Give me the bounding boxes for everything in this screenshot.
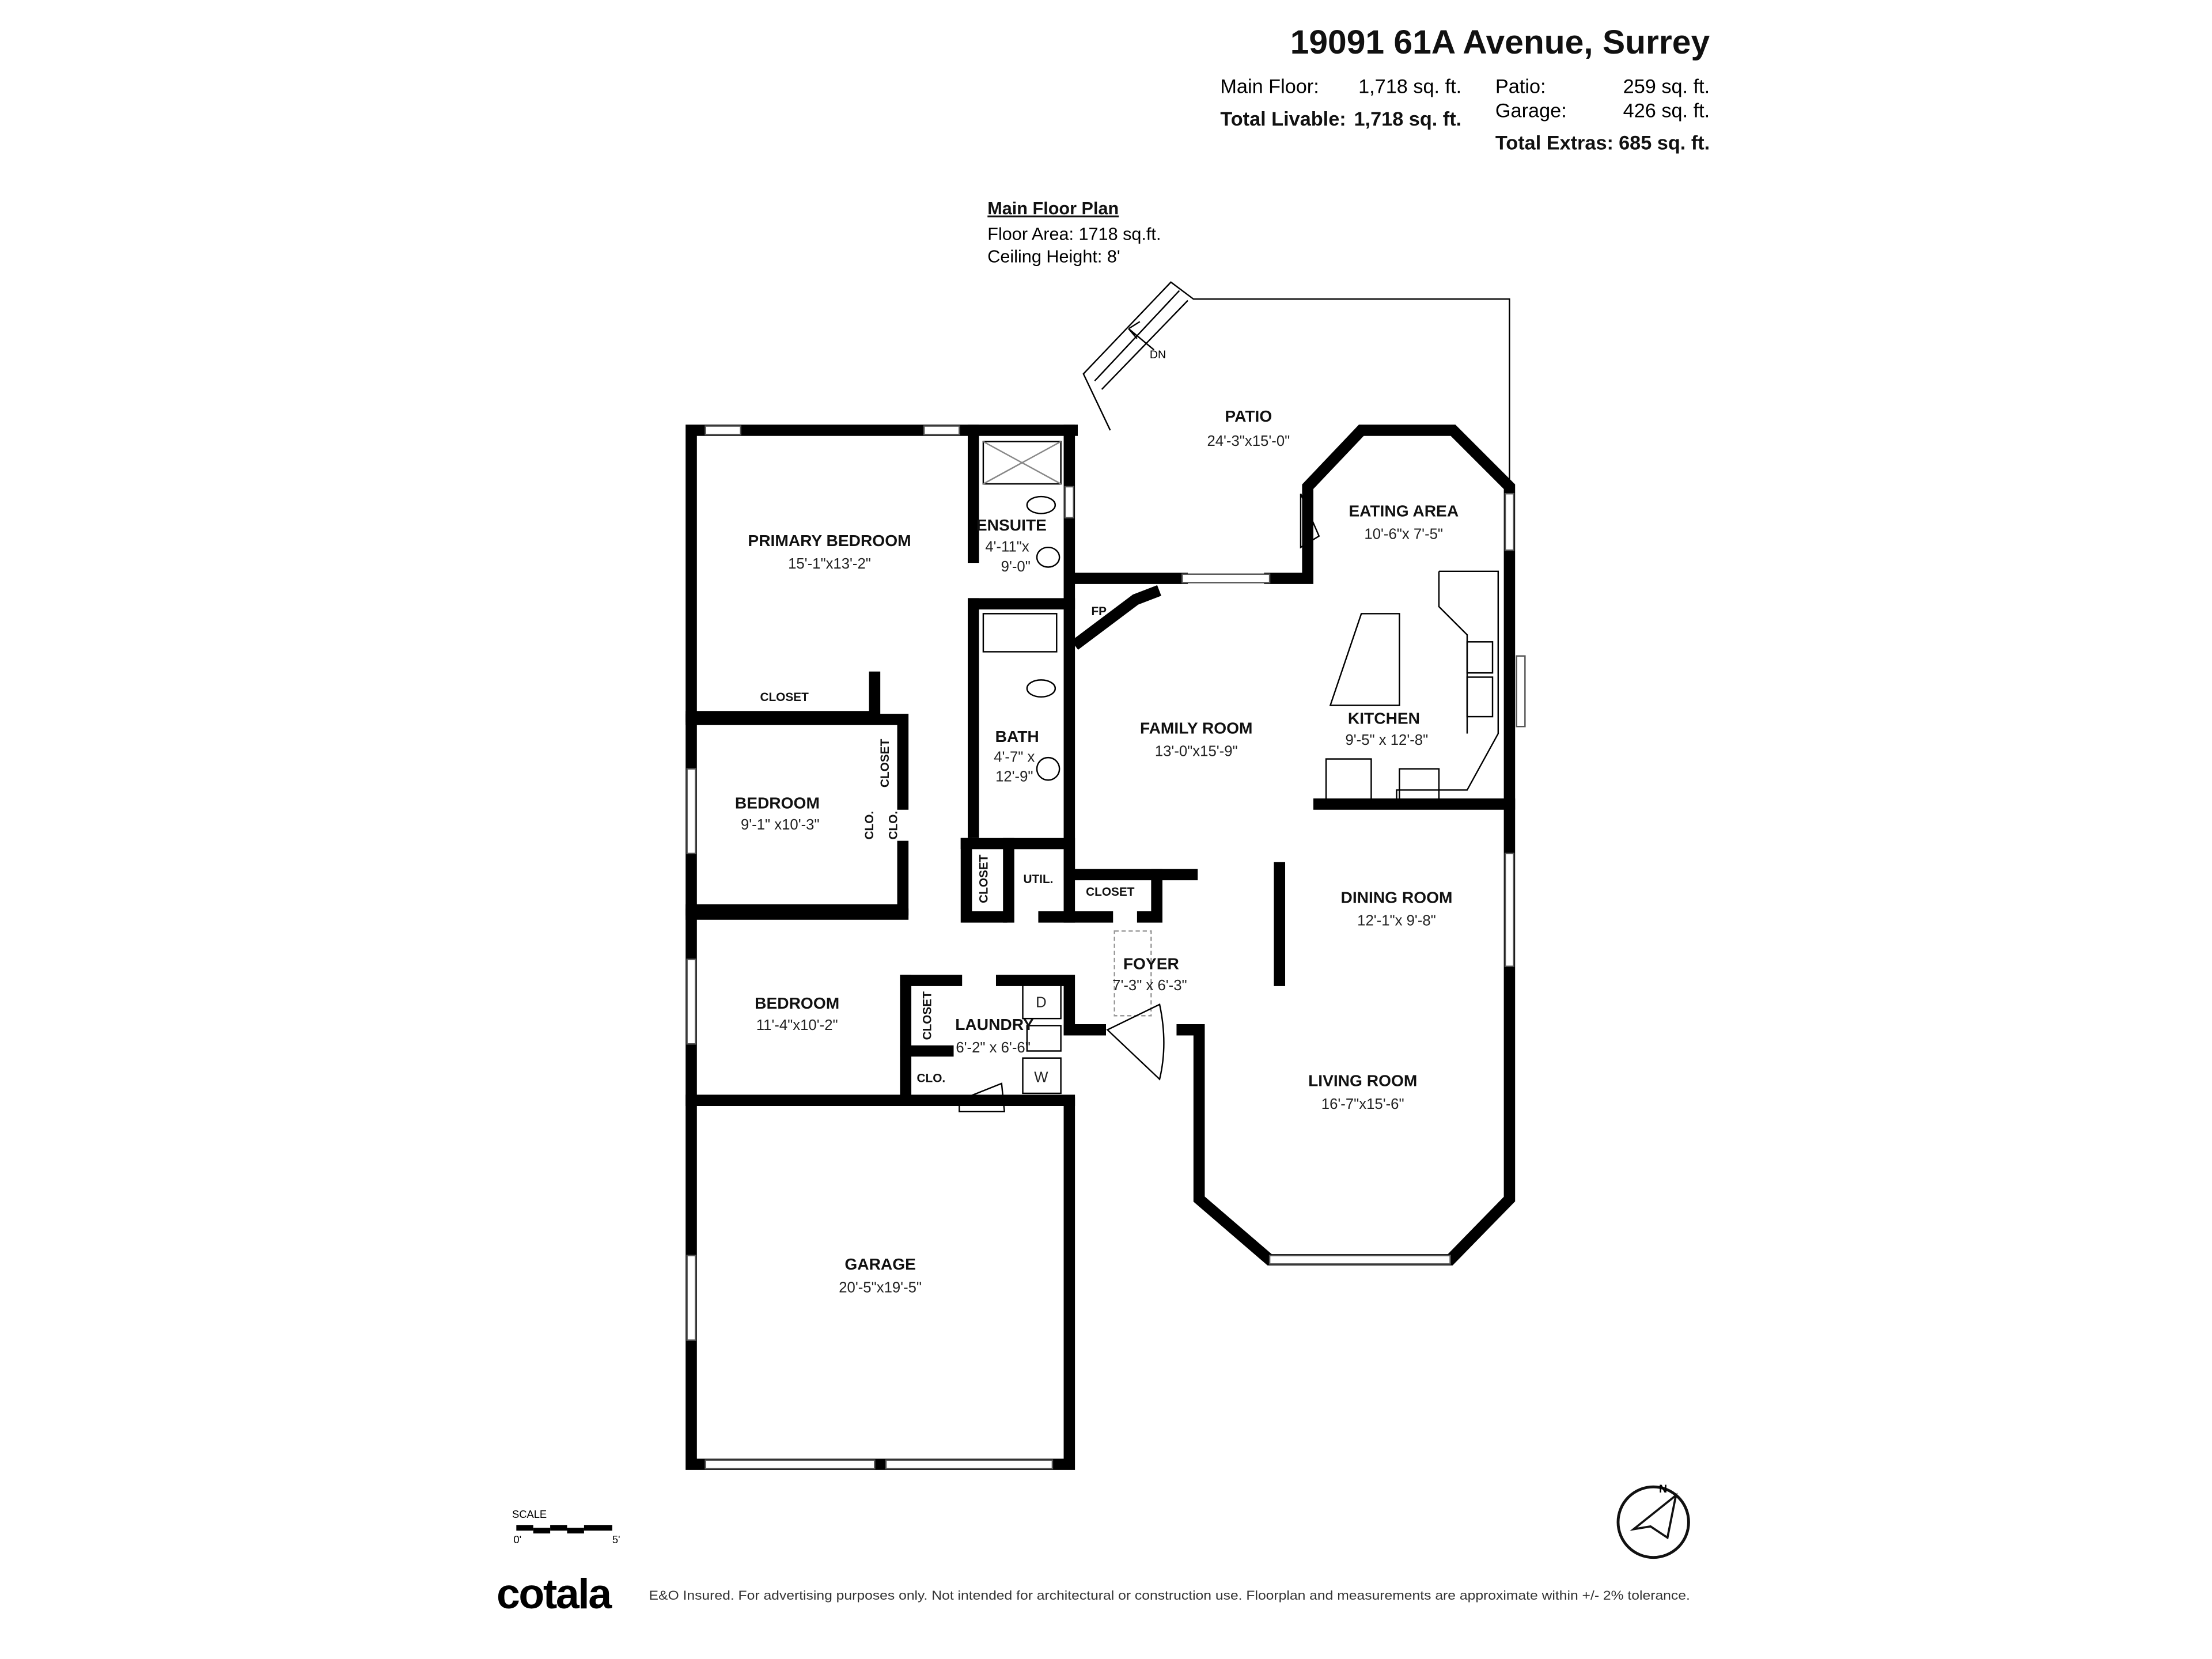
room-name-laundry: LAUNDRY [955, 1016, 1034, 1033]
dryer-label: D [1036, 995, 1047, 1011]
main-floor-label: Main Floor: [1220, 76, 1319, 98]
total-livable-label: Total Livable: [1220, 108, 1346, 130]
room-dims-living-room: 16'-7"x15'-6" [1321, 1096, 1404, 1112]
room-dims-bath-2: 12'-9" [995, 769, 1033, 785]
room-name-foyer: FOYER [1123, 955, 1179, 972]
room-dims-bedroom-3: 11'-4"x10'-2" [756, 1017, 838, 1033]
room-name-bedroom-2: BEDROOM [735, 794, 820, 812]
total-extras-label: Total Extras: [1495, 132, 1613, 154]
scale-label: SCALE [512, 1508, 547, 1520]
patio-label: Patio: [1495, 76, 1546, 98]
closet-label-hall: CLOSET [977, 854, 990, 903]
fireplace-label: FP [1091, 605, 1107, 618]
room-name-dining-room: DINING ROOM [1341, 888, 1453, 906]
floor-area: Floor Area: 1718 sq.ft. [987, 224, 1161, 244]
room-name-kitchen: KITCHEN [1348, 709, 1420, 727]
walls [685, 425, 1516, 1470]
plan-info: Main Floor Plan Floor Area: 1718 sq.ft. … [987, 199, 1161, 266]
scale-bar: SCALE 0' 5' [512, 1508, 620, 1546]
room-name-family-room: FAMILY ROOM [1140, 719, 1253, 737]
room-dims-ensuite-2: 9'-0" [1001, 559, 1031, 575]
closet-label-bedroom-3: CLOSET [921, 991, 934, 1040]
room-name-living-room: LIVING ROOM [1308, 1072, 1417, 1090]
room-dims-kitchen: 9'-5" x 12'-8" [1345, 732, 1428, 748]
garage-value: 426 sq. ft. [1623, 100, 1710, 122]
room-labels: PATIO 24'-3"x15'-0" EATING AREA 10'-6"x … [735, 407, 1459, 1296]
closet-label-bedroom-2: CLOSET [878, 738, 892, 787]
room-name-primary-bedroom: PRIMARY BEDROOM [748, 532, 911, 550]
stair-label: DN [1150, 349, 1166, 361]
room-name-garage: GARAGE [844, 1255, 916, 1273]
north-arrow-icon: N [1616, 1483, 1690, 1559]
patio-outline: DN [1082, 281, 1510, 487]
room-name-eating-area: EATING AREA [1349, 502, 1459, 520]
room-dims-primary-bedroom: 15'-1"x13'-2" [788, 556, 871, 572]
windows [686, 425, 1526, 1469]
stair-arrow-icon [1128, 321, 1155, 351]
room-dims-dining-room: 12'-1"x 9'-8" [1357, 913, 1436, 929]
fixtures [959, 441, 1499, 1113]
clo-label-2: CLO. [887, 811, 900, 840]
room-name-bedroom-3: BEDROOM [755, 994, 839, 1012]
room-dims-garage: 20'-5"x19'-5" [839, 1279, 922, 1296]
room-dims-bath: 4'-7" x [994, 749, 1035, 765]
plan-title: Main Floor Plan [987, 199, 1119, 218]
footer: cotala E&O Insured. For advertising purp… [497, 1570, 1690, 1618]
address-title: 19091 61A Avenue, Surrey [1290, 24, 1710, 61]
garage-label: Garage: [1495, 100, 1567, 122]
main-floor-value: 1,718 sq. ft. [1358, 76, 1461, 98]
compass-north-label: N [1659, 1483, 1667, 1495]
room-dims-laundry: 6'-2" x 6'-6" [956, 1040, 1031, 1056]
clo-label-1: CLO. [863, 811, 876, 840]
util-label: UTIL. [1023, 873, 1053, 886]
disclaimer: E&O Insured. For advertising purposes on… [649, 1588, 1690, 1603]
scale-start: 0' [513, 1533, 521, 1546]
clo-label-laundry: CLO. [916, 1071, 945, 1085]
header: 19091 61A Avenue, Surrey Main Floor: 1,7… [1220, 24, 1710, 154]
closet-label-foyer: CLOSET [1086, 885, 1135, 899]
room-dims-patio: 24'-3"x15'-0" [1207, 433, 1290, 449]
room-dims-ensuite: 4'-11"x [985, 539, 1029, 555]
closet-label-primary: CLOSET [760, 691, 809, 704]
room-dims-foyer: 7'-3" x 6'-3" [1112, 978, 1187, 994]
cotala-logo: cotala [497, 1570, 612, 1618]
washer-label: W [1034, 1069, 1048, 1085]
room-dims-bedroom-2: 9'-1" x10'-3" [741, 817, 820, 833]
ceiling-height: Ceiling Height: 8' [987, 247, 1120, 267]
total-extras-value: 685 sq. ft. [1619, 132, 1710, 154]
room-name-patio: PATIO [1225, 407, 1272, 425]
room-name-ensuite: ENSUITE [976, 516, 1047, 534]
room-dims-family-room: 13'-0"x15'-9" [1155, 744, 1238, 760]
total-livable-value: 1,718 sq. ft. [1354, 108, 1462, 130]
room-dims-eating-area: 10'-6"x 7'-5" [1364, 527, 1443, 543]
room-name-bath: BATH [995, 728, 1039, 745]
scale-end: 5' [612, 1533, 620, 1546]
patio-value: 259 sq. ft. [1623, 76, 1710, 98]
